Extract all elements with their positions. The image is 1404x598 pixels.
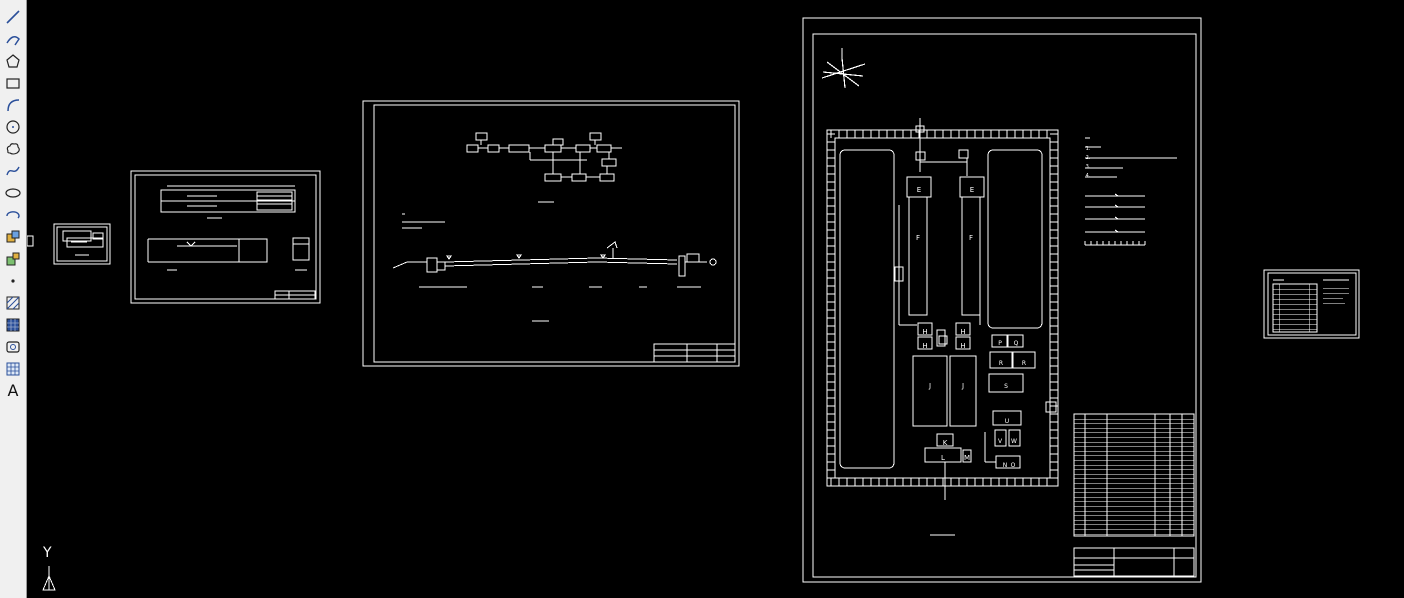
plan-note-number: 2. [1086, 155, 1091, 161]
plan-label: R [1022, 360, 1026, 367]
hatch-icon [6, 296, 20, 310]
rectangle-tool[interactable] [2, 73, 24, 93]
plan-label: J [928, 382, 931, 390]
ellipse-tool[interactable] [2, 183, 24, 203]
site-plan-markings [827, 130, 1058, 486]
spline-icon [6, 166, 20, 176]
make-block-icon [6, 252, 20, 266]
ellipse-arc-icon [6, 211, 20, 219]
plan-label: O [1011, 462, 1016, 469]
region-icon [6, 341, 20, 353]
circle-tool[interactable] [2, 117, 24, 137]
legend-table-rows [1273, 288, 1317, 330]
point-tool[interactable] [2, 271, 24, 291]
polygon-tool[interactable] [2, 51, 24, 71]
make-block-tool[interactable] [2, 249, 24, 269]
plan-label: L [941, 454, 945, 462]
ucs-icon [42, 566, 56, 591]
text-icon: A [7, 381, 19, 400]
sheet-3-process-flow[interactable] [362, 100, 740, 367]
spline-tool[interactable] [2, 161, 24, 181]
point-icon [11, 279, 15, 283]
sheet-thumbnail-1[interactable] [27, 223, 111, 265]
gradient-icon [6, 318, 20, 332]
plan-label: M [964, 454, 970, 462]
polygon-icon [6, 54, 20, 68]
arc-icon [7, 99, 20, 112]
plan-label: S [1004, 383, 1008, 390]
plan-label: N [1003, 462, 1008, 469]
sheet-4-site-plan[interactable] [802, 17, 1202, 583]
ellipse-icon [5, 188, 21, 198]
circle-icon [6, 120, 20, 134]
plan-label: W [1011, 438, 1017, 445]
plan-label: H [960, 342, 965, 350]
plan-label: F [969, 234, 973, 242]
plan-label: P [998, 340, 1002, 347]
polyline-icon [6, 36, 20, 46]
legend-ticks [1084, 193, 1146, 245]
arc-tool[interactable] [2, 95, 24, 115]
plan-label: Q [1014, 340, 1019, 347]
plan-label: R [999, 360, 1003, 367]
plan-label: K [943, 439, 948, 447]
ucs-y-label: Y [43, 545, 52, 561]
plan-label: H [960, 328, 965, 336]
plan-label: J [961, 382, 964, 390]
plan-note-number: 4. [1086, 173, 1091, 179]
plan-label: H [922, 328, 927, 336]
gradient-tool[interactable] [2, 315, 24, 335]
plan-label: F [916, 234, 920, 242]
plan-label: U [1005, 418, 1009, 425]
hatch-tool[interactable] [2, 293, 24, 313]
insert-block-tool[interactable] [2, 227, 24, 247]
sheet-2-tank-section[interactable] [130, 170, 321, 304]
plan-label: H [922, 342, 927, 350]
rectangle-icon [6, 78, 20, 89]
multiline-text-tool[interactable]: A [2, 381, 24, 401]
table-tool[interactable] [2, 359, 24, 379]
revision-cloud-tool[interactable] [2, 139, 24, 159]
cloud-icon [6, 143, 20, 155]
insert-block-icon [6, 230, 20, 243]
region-tool[interactable] [2, 337, 24, 357]
line-tool[interactable] [2, 7, 24, 27]
plan-note-number: 1. [1086, 146, 1091, 152]
table-icon [6, 362, 20, 376]
ellipse-arc-tool[interactable] [2, 205, 24, 225]
plan-label: E [917, 186, 921, 194]
sheet-5-legend-table[interactable] [1263, 269, 1360, 339]
plan-note-number: 3. [1086, 164, 1091, 170]
polyline-tool[interactable] [2, 29, 24, 49]
equipment-table-rows [1074, 418, 1194, 535]
plan-label: V [998, 438, 1003, 445]
draw-toolbar: A [0, 0, 27, 598]
plan-label: E [970, 186, 974, 194]
line-icon [6, 10, 20, 24]
